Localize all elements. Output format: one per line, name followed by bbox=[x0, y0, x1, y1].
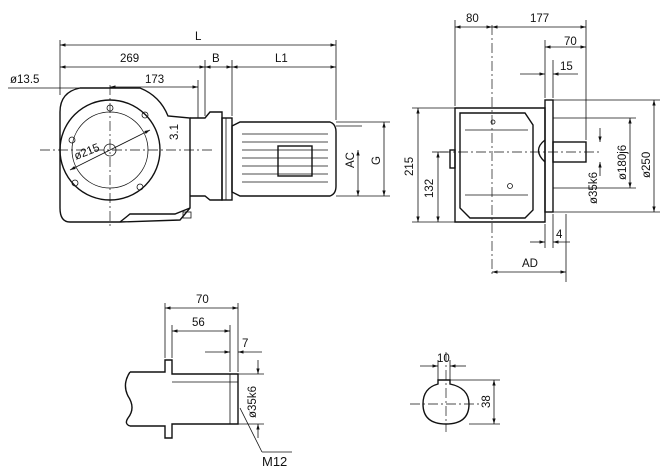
dim-15: 15 bbox=[560, 61, 573, 73]
dim-35k6: ø35k6 bbox=[588, 172, 600, 204]
dim-132: 132 bbox=[424, 179, 436, 198]
housing-boss bbox=[182, 211, 192, 219]
dim-70: 70 bbox=[196, 294, 209, 306]
dim-35k6: ø35k6 bbox=[247, 386, 259, 418]
housing-inner bbox=[459, 112, 534, 219]
shaft-shoulder bbox=[537, 139, 546, 163]
output-flange bbox=[544, 99, 554, 213]
dim-line-215 bbox=[69, 129, 151, 171]
dim-AD: AD bbox=[522, 258, 538, 270]
dim-177: 177 bbox=[530, 13, 549, 25]
shaft-outline bbox=[130, 359, 239, 439]
dim-3-1: 3.1 bbox=[169, 124, 181, 140]
motor-fins bbox=[242, 133, 328, 183]
gearbox-housing bbox=[59, 87, 191, 223]
bolt-hole bbox=[68, 136, 76, 144]
housing-foot bbox=[119, 207, 191, 223]
housing-outline bbox=[454, 107, 546, 223]
end-view: 80 177 70 15 215 132 ø250 ø180j6 ø35k6 bbox=[404, 13, 660, 282]
oil-plug bbox=[490, 119, 496, 125]
shaft-section-view: 10 38 bbox=[410, 352, 500, 432]
dim-215-dia: ø215 bbox=[73, 142, 102, 163]
dim-56: 56 bbox=[192, 317, 205, 329]
dim-215: 215 bbox=[404, 157, 416, 176]
dim-M12: M12 bbox=[262, 454, 287, 469]
drain-plug bbox=[507, 183, 513, 189]
intermediate-flange bbox=[190, 111, 223, 201]
side-boss bbox=[449, 149, 456, 169]
dim-269: 269 bbox=[120, 53, 139, 65]
dim-80: 80 bbox=[466, 13, 479, 25]
dim-10: 10 bbox=[437, 353, 450, 365]
dim-G: G bbox=[371, 156, 383, 165]
leader-M12 bbox=[239, 407, 263, 453]
bolt-hole bbox=[71, 179, 79, 187]
dim-13-5: ø13.5 bbox=[10, 74, 39, 86]
dim-250: ø250 bbox=[641, 152, 653, 178]
dim-4: 4 bbox=[556, 229, 563, 241]
bolt-hole bbox=[136, 183, 144, 191]
dim-7: 7 bbox=[242, 338, 248, 350]
side-view: L 269 B L1 173 ø13.5 ø215 3.1 AC G bbox=[8, 31, 390, 228]
dim-L: L bbox=[195, 31, 202, 43]
break-line bbox=[124, 371, 133, 427]
terminal-box bbox=[277, 145, 313, 177]
dim-L1: L1 bbox=[275, 53, 288, 65]
bolt-hole bbox=[141, 111, 149, 119]
dim-173: 173 bbox=[145, 74, 164, 86]
dim-B: B bbox=[212, 53, 220, 65]
motor-body bbox=[231, 121, 337, 197]
shaft-detail-view: 70 56 7 ø35k6 M12 bbox=[124, 294, 292, 469]
dim-AC: AC bbox=[345, 152, 357, 168]
dim-70: 70 bbox=[564, 36, 577, 48]
dim-180j6: ø180j6 bbox=[617, 145, 629, 180]
dim-38: 38 bbox=[481, 395, 493, 408]
adapter-ring bbox=[221, 117, 233, 201]
